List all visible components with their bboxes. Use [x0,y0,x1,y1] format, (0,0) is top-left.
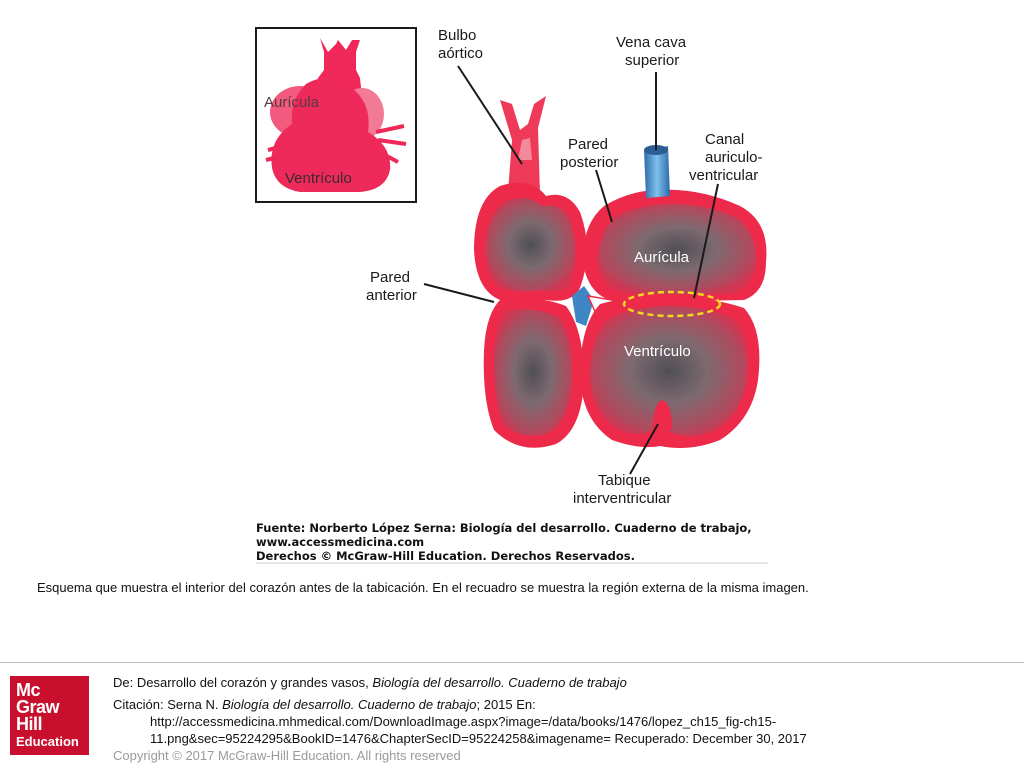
logo-line-1: Mc [16,680,41,700]
bulbo-label-2: aórtico [438,45,483,62]
from-text: Desarrollo del corazón y grandes vasos, [136,675,373,690]
citation-book: Biología del desarrollo. Cuaderno de tra… [222,697,477,712]
pared-anterior-label-2: anterior [366,287,417,304]
pared-posterior-label-1: Pared [568,136,608,153]
citation-footer: De: Desarrollo del corazón y grandes vas… [113,674,1013,764]
atrium-label: Aurícula [634,249,690,266]
pared-posterior-label-2: posterior [560,154,618,171]
bulbo-label-1: Bulbo [438,27,476,44]
copyright-text: Copyright © 2017 McGraw-Hill Education. … [113,748,461,763]
source-line-1: Fuente: Norberto López Serna: Biología d… [256,521,752,535]
logo-line-3: Hill [16,714,43,734]
ventricle-label: Ventrículo [624,343,691,360]
leader-lines [423,65,719,475]
canal-label-3: ventricular [689,167,758,184]
logo-line-2: Graw [16,697,60,717]
figure-source: Fuente: Norberto López Serna: Biología d… [256,521,768,564]
source-line-2: www.accessmedicina.com [256,535,424,549]
external-labels: Bulbo aórtico Vena cava superior Pared p… [366,27,763,507]
citation-line: Citación: Serna N. Biología del desarrol… [113,696,1013,713]
tabique-label-1: Tabique [598,472,651,489]
inset-ventricle-label: Ventrículo [285,170,352,187]
logo-line-4: Education [16,734,79,749]
tabique-label-2: interventricular [573,490,671,507]
citation-url-1[interactable]: http://accessmedicina.mhmedical.com/Down… [150,714,777,729]
citation-prefix: Citación: Serna N. [113,697,223,712]
heart-interior: Aurícula Ventrículo [474,96,767,448]
heart-diagram: Aurícula Ventrículo Aurícula Ventrículo [255,27,768,564]
vena-cava-label-1: Vena cava [616,34,687,51]
inset-atrium-label: Aurícula [264,94,320,111]
source-line-3: Derechos © McGraw-Hill Education. Derech… [256,549,635,563]
from-prefix: De: [113,675,137,690]
mcgraw-hill-logo: Mc Graw Hill Education [10,676,89,755]
footer-divider [0,662,1024,663]
from-line: De: Desarrollo del corazón y grandes vas… [113,674,1013,691]
pared-anterior-label-1: Pared [370,269,410,286]
canal-label-1: Canal [705,131,744,148]
citation-url-2[interactable]: 11.png&sec=95224295&BookID=1476&ChapterS… [150,731,807,746]
vena-cava-label-2: superior [625,52,679,69]
figure-caption: Esquema que muestra el interior del cora… [37,580,809,595]
citation-suffix: ; 2015 En: [476,697,536,712]
canal-label-2: auriculo- [705,149,763,166]
from-book: Biología del desarrollo. Cuaderno de tra… [372,675,627,690]
inset-external-view: Aurícula Ventrículo [255,27,417,203]
